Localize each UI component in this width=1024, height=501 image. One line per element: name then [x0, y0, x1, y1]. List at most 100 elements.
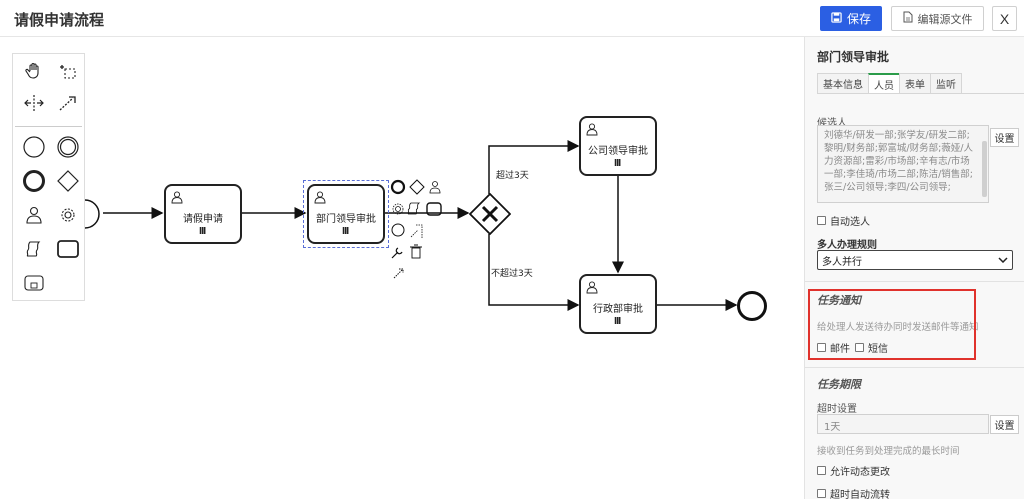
candidates-field[interactable]: 刘德华/研发一部;张学友/研发二部;黎明/财务部;郭富城/财务部;薇娅/人力资源… [817, 125, 989, 203]
lasso-tool-icon[interactable] [55, 58, 81, 84]
subprocess-icon[interactable] [21, 270, 47, 296]
allow-change-checkbox[interactable]: 允许动态更改 [817, 463, 890, 478]
auto-flow-label: 超时自动流转 [830, 490, 890, 501]
save-button[interactable]: 保存 [820, 6, 882, 31]
end-event-icon[interactable] [21, 168, 47, 194]
gateway-icon[interactable] [55, 168, 81, 194]
email-checkbox[interactable]: 邮件 [817, 340, 850, 355]
auto-flow-checkbox[interactable]: 超时自动流转 [817, 486, 890, 501]
sms-label: 短信 [868, 344, 888, 355]
task-label: 行政部审批 [593, 304, 643, 315]
task-company-leader-approval[interactable]: 公司领导审批 lll [579, 116, 657, 176]
exclusive-gateway[interactable] [469, 193, 511, 235]
task-label: 公司领导审批 [588, 146, 648, 157]
task-leave-request[interactable]: 请假申请 lll [164, 184, 242, 244]
candidates-label: 候选人 [817, 118, 847, 129]
candidates-scrollbar[interactable] [982, 141, 987, 197]
tab-basic-info[interactable]: 基本信息 [817, 73, 868, 94]
context-pad[interactable] [390, 178, 446, 288]
user-icon [313, 189, 327, 208]
panel-tabs: 基本信息 人员 表单 监听 [817, 73, 962, 94]
sequence-flows [103, 140, 738, 311]
checkbox-box[interactable] [817, 343, 826, 352]
tab-listener[interactable]: 监听 [930, 73, 962, 94]
task-admin-dept-approval[interactable]: 行政部审批 lll [579, 274, 657, 334]
auto-select-checkbox[interactable]: 自动选人 [817, 213, 870, 228]
panel-title: 部门领导审批 [817, 50, 890, 64]
auto-select-label: 自动选人 [830, 217, 870, 228]
tab-form[interactable]: 表单 [899, 73, 930, 94]
checkbox-box[interactable] [817, 466, 826, 475]
task-deadline-title: 任务期限 [817, 378, 861, 391]
append-service-task-icon[interactable] [392, 203, 404, 215]
task-dept-leader-approval[interactable]: 部门领导审批 lll [307, 184, 385, 244]
end-event[interactable] [736, 290, 768, 322]
edit-source-label: 编辑源文件 [917, 13, 973, 26]
user-icon [170, 189, 184, 208]
tab-divider [817, 93, 1024, 94]
start-event-icon[interactable] [21, 134, 47, 160]
close-icon: X [999, 10, 1010, 27]
section-divider [805, 281, 1024, 282]
wrench-icon[interactable] [391, 247, 403, 259]
timeout-hint: 接收到任务到处理完成的最长时间 [817, 446, 960, 457]
user-icon [585, 279, 599, 298]
append-user-task-icon[interactable] [429, 181, 441, 194]
section-divider [805, 367, 1024, 368]
email-label: 邮件 [830, 344, 850, 355]
append-gateway-icon[interactable] [409, 179, 425, 195]
task-notice-title: 任务通知 [817, 294, 861, 307]
append-task-icon[interactable] [426, 202, 442, 216]
intermediate-event-icon[interactable] [55, 134, 81, 160]
tool-palette [12, 53, 85, 301]
properties-panel: 部门领导审批 基本信息 人员 表单 监听 候选人 刘德华/研发一部;张学友/研发… [804, 37, 1024, 501]
space-tool-icon[interactable] [21, 90, 47, 116]
parallel-marker: lll [614, 317, 621, 327]
timeout-label: 超时设置 [817, 404, 857, 415]
task-notice-highlight [808, 289, 976, 360]
palette-separator [15, 126, 82, 127]
append-annotation-icon[interactable] [410, 224, 423, 239]
flow-label-over-3-days: 超过3天 [496, 171, 529, 181]
checkbox-box[interactable] [817, 216, 826, 225]
checkbox-box[interactable] [855, 343, 864, 352]
parallel-marker: lll [614, 159, 621, 169]
append-intermediate-event-icon[interactable] [391, 223, 405, 237]
parallel-marker: lll [199, 227, 206, 237]
parallel-marker: lll [342, 227, 349, 237]
task-icon[interactable] [55, 236, 81, 262]
save-label: 保存 [846, 12, 871, 26]
start-event[interactable] [85, 199, 105, 229]
task-label: 请假申请 [183, 214, 223, 225]
multi-rule-select[interactable]: 多人并行 [817, 250, 1013, 270]
multi-rule-value: 多人并行 [822, 256, 862, 268]
user-task-icon[interactable] [21, 202, 47, 228]
sms-checkbox[interactable]: 短信 [855, 340, 888, 355]
file-icon [903, 11, 913, 26]
hand-tool-icon[interactable] [21, 58, 47, 84]
timeout-set-button[interactable]: 设置 [990, 415, 1019, 434]
connect-tool-icon[interactable] [55, 90, 81, 116]
connect-icon[interactable] [393, 268, 404, 279]
save-icon [831, 11, 842, 26]
delete-icon[interactable] [410, 244, 422, 259]
checkbox-box[interactable] [817, 489, 826, 498]
task-notice-hint: 给处理人发送待办同时发送邮件等通知 [817, 322, 979, 333]
chevron-down-icon [998, 255, 1008, 266]
close-button[interactable]: X [992, 6, 1017, 31]
edit-source-button[interactable]: 编辑源文件 [891, 6, 984, 31]
header: 请假申请流程 保存 编辑源文件 X [0, 0, 1024, 37]
append-end-event-icon[interactable] [390, 179, 406, 195]
diagram-canvas[interactable]: 请假申请 lll 部门领导审批 lll 超过3天 不超过3天 公司领导审批 l [0, 37, 804, 499]
page-title: 请假申请流程 [14, 11, 105, 29]
candidates-set-button[interactable]: 设置 [990, 128, 1019, 147]
service-task-icon[interactable] [55, 202, 81, 228]
selection-box [303, 180, 389, 248]
timeout-field[interactable]: 1天 [817, 414, 989, 434]
allow-change-label: 允许动态更改 [830, 467, 890, 478]
script-task-icon[interactable] [21, 236, 47, 262]
append-script-task-icon[interactable] [407, 202, 421, 215]
flow-label-not-over-3-days: 不超过3天 [491, 269, 533, 279]
tab-personnel[interactable]: 人员 [868, 73, 899, 94]
user-icon [585, 121, 599, 140]
